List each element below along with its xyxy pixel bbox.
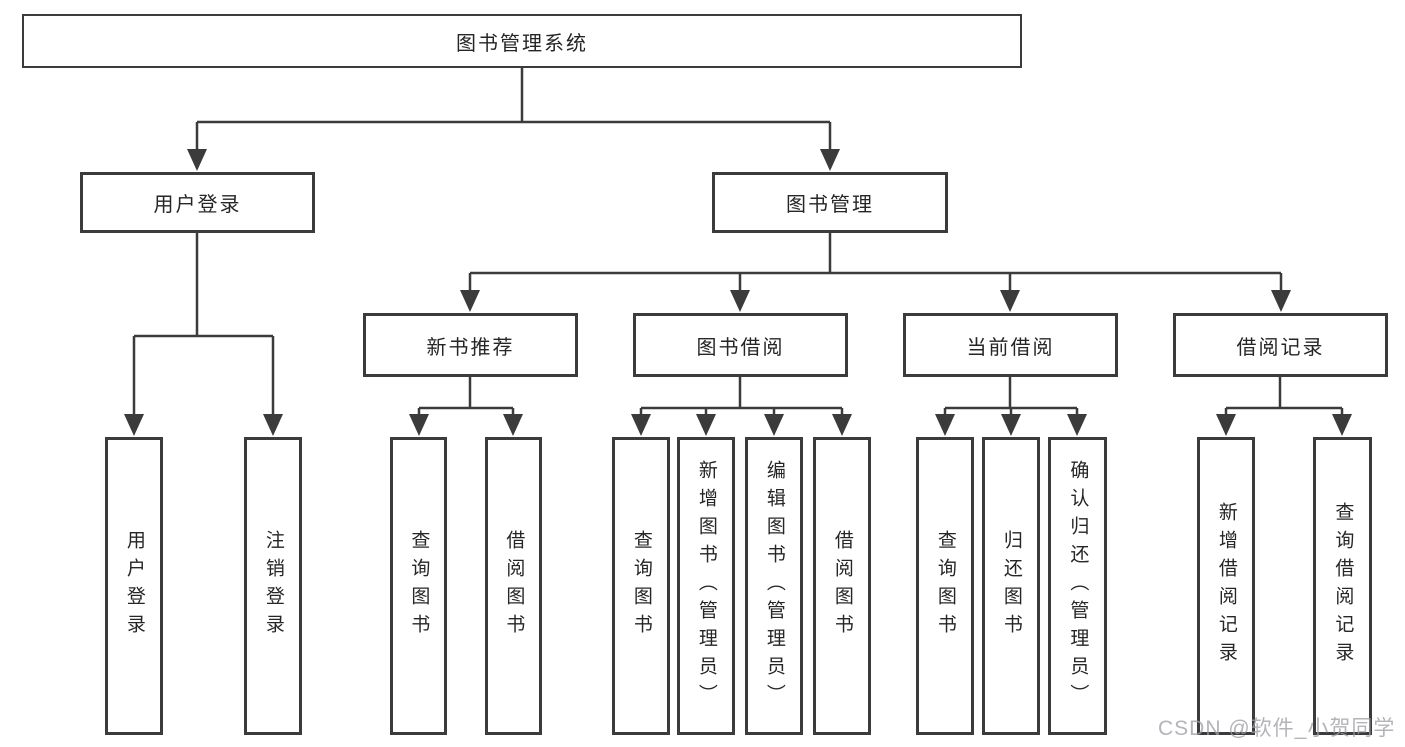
leaf-borrowing-borrow-book-label: 借阅图书 (831, 530, 853, 642)
node-book-management: 图书管理 (712, 172, 948, 233)
csdn-watermark: CSDN @软件_小贺同学 (1158, 717, 1396, 740)
leaf-current-return-book-label: 归还图书 (1000, 530, 1022, 642)
node-new-book-recommend: 新书推荐 (363, 313, 578, 377)
leaf-borrowing-edit-book: 编辑图书（管理员） (745, 437, 803, 735)
node-book-borrowing: 图书借阅 (633, 313, 848, 377)
leaf-current-confirm-return-label: 确认归还（管理员） (1067, 460, 1089, 712)
leaf-records-add-record: 新增借阅记录 (1197, 437, 1255, 735)
leaf-borrowing-query-book-label: 查询图书 (630, 530, 652, 642)
node-book-management-label: 图书管理 (786, 194, 874, 216)
leaf-user-login: 用户登录 (105, 437, 163, 735)
node-book-borrowing-label: 图书借阅 (696, 336, 785, 359)
leaf-logout-label: 注销登录 (262, 530, 284, 642)
node-root-label: 图书管理系统 (456, 32, 588, 55)
leaf-records-query-record: 查询借阅记录 (1313, 437, 1372, 735)
leaf-current-return-book: 归还图书 (982, 437, 1040, 735)
leaf-recommend-borrow-book: 借阅图书 (485, 437, 542, 735)
node-current-borrowing: 当前借阅 (903, 313, 1118, 377)
leaf-borrowing-add-book-label: 新增图书（管理员） (695, 460, 717, 712)
leaf-current-query-book: 查询图书 (916, 437, 974, 735)
node-user-login-label: 用户登录 (153, 194, 242, 216)
leaf-user-login-label: 用户登录 (123, 530, 145, 642)
leaf-records-add-record-label: 新增借阅记录 (1215, 502, 1237, 670)
node-current-borrowing-label: 当前借阅 (966, 336, 1055, 359)
node-root-system: 图书管理系统 (22, 14, 1022, 68)
leaf-borrowing-edit-book-label: 编辑图书（管理员） (763, 460, 785, 712)
leaf-current-confirm-return: 确认归还（管理员） (1048, 437, 1107, 735)
leaf-recommend-query-book-label: 查询图书 (408, 530, 430, 642)
node-borrowing-records: 借阅记录 (1173, 313, 1388, 377)
leaf-recommend-query-book: 查询图书 (390, 437, 447, 735)
leaf-borrowing-query-book: 查询图书 (612, 437, 670, 735)
leaf-borrowing-borrow-book: 借阅图书 (813, 437, 871, 735)
node-new-book-recommend-label: 新书推荐 (426, 336, 515, 359)
leaf-current-query-book-label: 查询图书 (934, 530, 956, 642)
leaf-records-query-record-label: 查询借阅记录 (1332, 502, 1354, 670)
leaf-logout: 注销登录 (244, 437, 302, 735)
node-user-login: 用户登录 (80, 172, 315, 233)
node-borrowing-records-label: 借阅记录 (1236, 336, 1325, 359)
leaf-recommend-borrow-book-label: 借阅图书 (503, 530, 525, 642)
leaf-borrowing-add-book: 新增图书（管理员） (677, 437, 735, 735)
